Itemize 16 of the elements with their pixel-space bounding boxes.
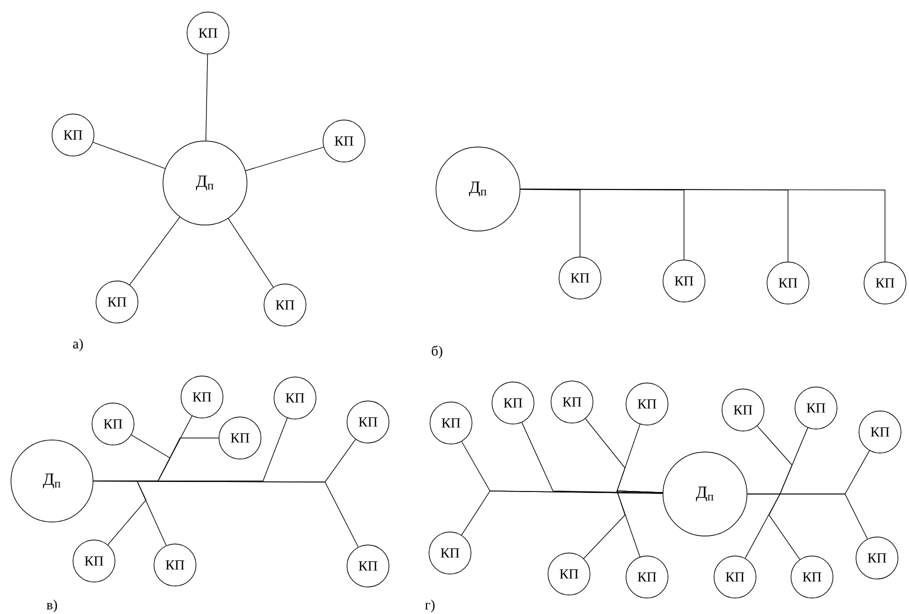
connection-line <box>616 490 664 558</box>
connection-line <box>92 142 166 169</box>
connection-line <box>228 218 274 288</box>
connection-line <box>206 54 208 141</box>
connection-line <box>245 146 324 172</box>
connection-line <box>520 188 886 262</box>
panel-label: г) <box>425 600 435 612</box>
panel-label: а) <box>73 338 83 352</box>
connection-line <box>93 480 359 548</box>
panel-label: в) <box>46 600 57 612</box>
connection-line <box>747 494 868 540</box>
connection-line <box>129 216 180 286</box>
connection-line <box>520 189 580 257</box>
panel-label: б) <box>432 346 442 358</box>
connection-line <box>93 480 167 546</box>
connection-line <box>461 490 663 536</box>
